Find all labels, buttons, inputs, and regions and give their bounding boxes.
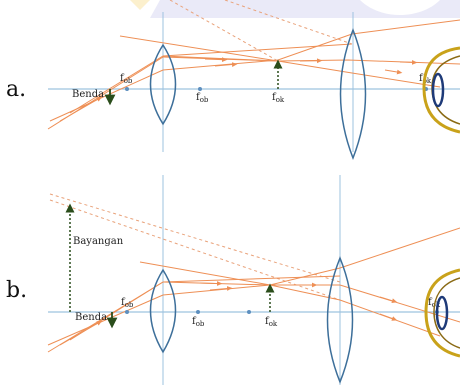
panel-b-letter: b. xyxy=(6,278,27,303)
focal-point-ob-right-b xyxy=(196,310,200,314)
dashed-construction-ray xyxy=(169,0,279,62)
benda-label-b: Benda xyxy=(75,312,107,323)
light-rays xyxy=(47,19,460,130)
eyepiece-lens-b xyxy=(326,255,354,385)
eye-icon-b xyxy=(424,268,460,358)
fob-right-label-b: fob xyxy=(192,316,205,328)
panel-a: a. Benda xyxy=(6,0,460,161)
bayangan-label: Bayangan xyxy=(73,236,124,247)
focal-point-ob-right xyxy=(198,87,202,91)
fob-left-label: fob xyxy=(120,73,133,85)
objective-lens xyxy=(149,43,177,126)
fok-right-label: fok xyxy=(419,73,432,85)
panel-b: b. Bayangan xyxy=(6,175,460,385)
fok-mid-label: fok xyxy=(272,92,285,104)
fob-right-label: fob xyxy=(196,92,209,104)
panel-a-letter: a. xyxy=(6,77,26,102)
eyepiece-lens xyxy=(339,27,367,161)
fok-right-label-b: fok xyxy=(428,297,441,309)
fok-mid-label-b: fok xyxy=(265,316,278,328)
dashed-virtual-ray-1 xyxy=(49,193,341,283)
eye-icon xyxy=(422,46,460,134)
ray-2 xyxy=(49,69,164,122)
watermark xyxy=(120,0,460,18)
focal-point-ob-left-b xyxy=(125,310,129,314)
focal-point-extra-b xyxy=(247,310,251,314)
focal-point-ob-left xyxy=(125,87,129,91)
objective-lens-b xyxy=(149,268,177,354)
benda-label: Benda xyxy=(72,89,104,100)
dashed-construction-ray-2 xyxy=(224,0,353,45)
light-rays-b xyxy=(47,227,460,353)
fob-left-label-b: fob xyxy=(121,297,134,309)
